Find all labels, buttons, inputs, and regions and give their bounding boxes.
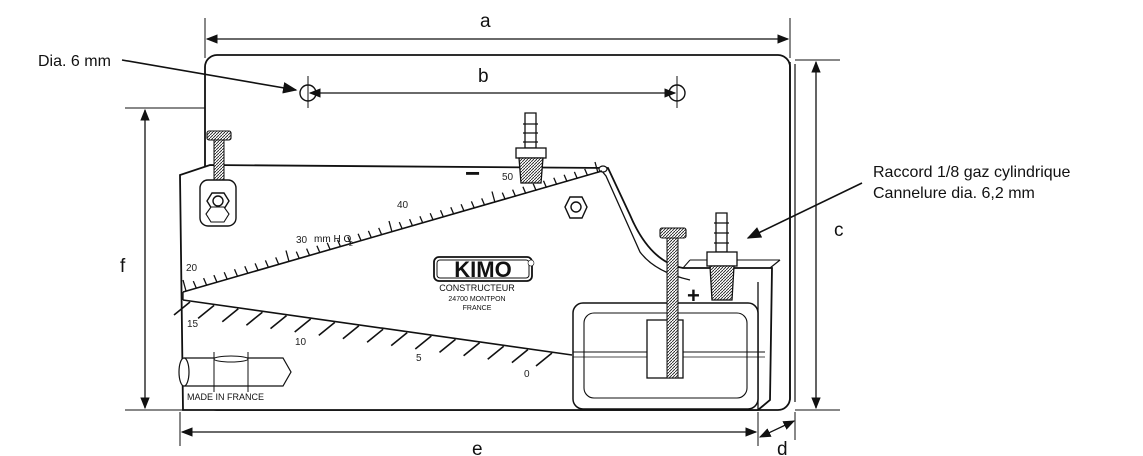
upper-scale-tick xyxy=(398,221,403,230)
middle-screw xyxy=(564,196,588,219)
upper-scale-tick xyxy=(419,215,424,224)
upper-scale-tick xyxy=(233,269,239,277)
upper-scale-tick xyxy=(594,161,599,174)
lower-scale-tick xyxy=(390,331,408,347)
upper-scale-tick xyxy=(481,198,486,206)
upper-scale-tick xyxy=(563,174,568,183)
dimension-b-label: b xyxy=(478,66,489,87)
fitting-callout-arrow xyxy=(746,182,863,239)
brand-line-1: CONSTRUCTEUR xyxy=(439,283,515,293)
lower-scale-ticks xyxy=(173,301,553,367)
upper-scale-tick xyxy=(439,210,445,218)
minus-pressure-fitting xyxy=(515,112,547,184)
upper-scale-tick xyxy=(450,207,455,215)
upper-scale-tick xyxy=(306,248,311,256)
upper-scale-tick xyxy=(357,233,362,242)
upper-scale-tick xyxy=(553,177,558,186)
upper-scale-tick xyxy=(409,218,414,227)
upper-scale-tick xyxy=(326,242,331,250)
unit-label: mm H O xyxy=(314,234,351,245)
upper-scale-tick xyxy=(213,274,218,283)
scale-label-40: 40 xyxy=(397,200,409,211)
scale-label-0: 0 xyxy=(524,369,530,380)
right-adjustment-screw xyxy=(659,227,687,379)
upper-scale-tick xyxy=(501,192,506,200)
upper-scale-tick xyxy=(491,191,496,203)
scale-label-5: 5 xyxy=(416,353,422,364)
spirit-level xyxy=(178,352,292,392)
brand-line-2: 24700 MONTPON xyxy=(448,296,505,303)
upper-scale-tick xyxy=(192,280,197,289)
hole-callout-arrow xyxy=(121,59,298,94)
kimo-logo: KIMO xyxy=(433,256,535,282)
lower-scale-tick xyxy=(535,352,553,367)
lower-scale-tick xyxy=(414,335,432,350)
plus-sign: + xyxy=(687,283,700,308)
upper-scale-tick xyxy=(347,236,352,245)
upper-scale-tick xyxy=(254,263,259,271)
lower-scale-tick xyxy=(342,325,360,340)
lower-scale-tick xyxy=(366,328,384,343)
left-adjustment-screw xyxy=(199,130,237,227)
dimension-a-label: a xyxy=(480,11,491,32)
upper-scale-tick xyxy=(336,239,342,248)
dimension-d-arrow xyxy=(758,420,796,438)
upper-scale-tick xyxy=(203,277,208,286)
upper-scale-tick xyxy=(295,251,300,259)
fitting-callout-line-1: Raccord 1/8 gaz cylindrique xyxy=(873,164,1071,181)
lower-scale-tick xyxy=(294,318,312,333)
scale-lower-edge xyxy=(182,299,573,356)
dimension-d-label: d xyxy=(777,439,788,456)
upper-scale-tick xyxy=(522,186,527,194)
scale-label-10: 10 xyxy=(295,337,307,348)
fitting-callout-line-2: Cannelure dia. 6,2 mm xyxy=(873,185,1035,202)
upper-scale-tick xyxy=(275,257,280,265)
upper-scale-tick xyxy=(264,260,269,268)
lower-scale-tick xyxy=(245,311,263,326)
upper-scale-tick xyxy=(429,212,434,221)
lower-scale-tick xyxy=(269,314,288,330)
upper-scale-tick xyxy=(367,230,372,239)
hole-diameter-callout: Dia. 6 mm xyxy=(38,53,111,70)
upper-scale-tick xyxy=(182,279,187,292)
upper-scale-tick xyxy=(584,168,589,177)
upper-scale-tick xyxy=(378,227,383,236)
upper-scale-ticks xyxy=(182,161,599,292)
upper-scale-tick xyxy=(532,183,537,191)
lower-scale-tick xyxy=(511,348,529,364)
scale-label-50: 50 xyxy=(502,172,514,183)
made-in-label: MADE IN FRANCE xyxy=(187,392,264,402)
upper-scale-tick xyxy=(223,271,228,280)
upper-scale-tick xyxy=(316,245,321,253)
scale-label-15: 15 xyxy=(187,319,199,330)
upper-scale-tick xyxy=(512,189,517,197)
lower-scale-tick xyxy=(197,304,215,320)
brand-line-3: FRANCE xyxy=(463,305,492,312)
dimension-e-label: e xyxy=(472,439,483,456)
lower-scale-tick xyxy=(463,342,481,357)
lower-scale-tick xyxy=(173,301,191,316)
lower-scale-tick xyxy=(318,321,336,337)
unit-subscript: 2 xyxy=(349,241,353,248)
upper-scale-tick xyxy=(470,201,475,209)
plus-pressure-fitting xyxy=(706,212,738,301)
minus-sign: − xyxy=(465,158,480,188)
lower-scale-tick xyxy=(221,308,239,323)
lower-scale-tick xyxy=(438,338,457,354)
reservoir xyxy=(572,302,765,410)
upper-scale-tick xyxy=(460,204,465,212)
upper-scale-tick xyxy=(542,180,548,189)
dimension-c-label: c xyxy=(834,220,844,241)
scale-label-20: 20 xyxy=(186,263,198,274)
kimo-logo-text: KIMO xyxy=(454,257,511,282)
upper-scale-tick xyxy=(388,220,393,233)
lower-scale-tick xyxy=(487,345,505,360)
upper-scale-tick xyxy=(285,250,290,262)
upper-scale-tick xyxy=(573,171,578,180)
inclined-tube-strip xyxy=(600,169,691,281)
upper-scale-tick xyxy=(244,266,249,274)
scale-label-30: 30 xyxy=(296,235,308,246)
dimension-f-label: f xyxy=(120,256,126,277)
